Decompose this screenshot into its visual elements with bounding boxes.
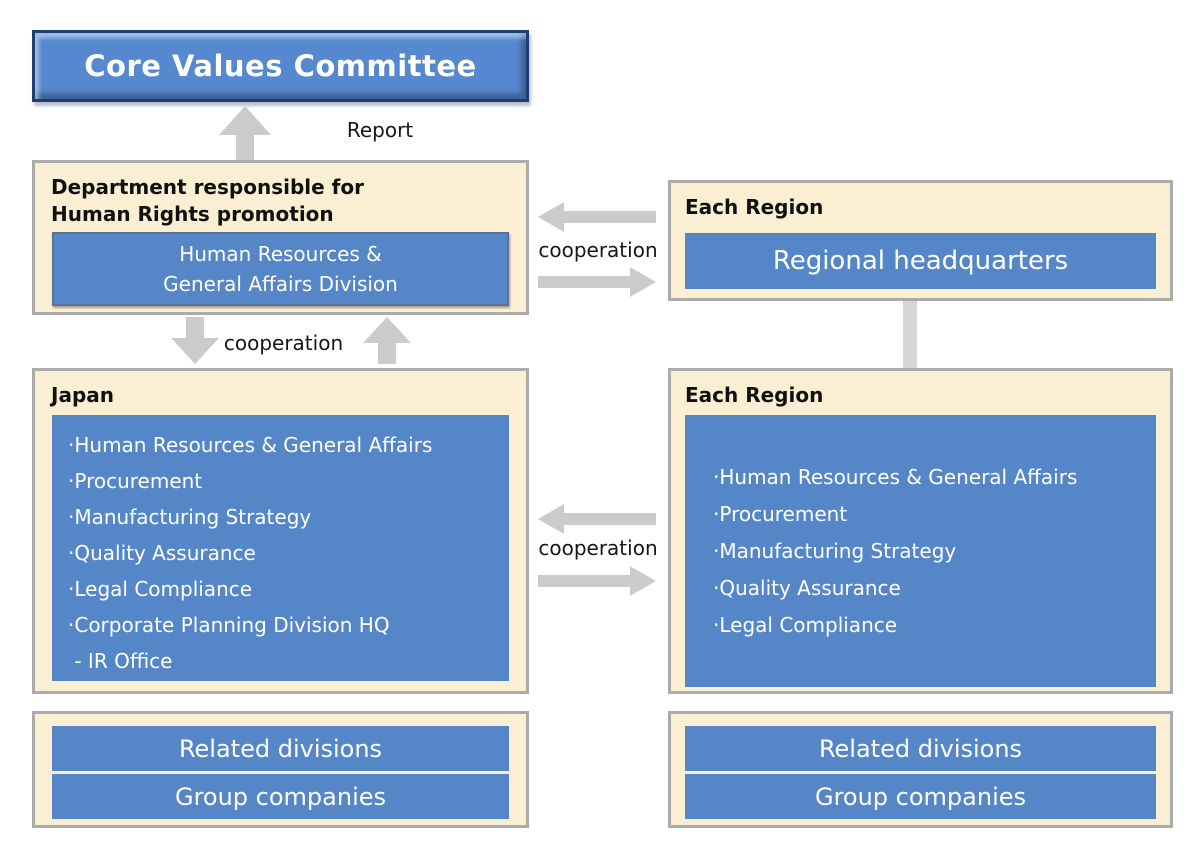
group-companies-box: Group companies xyxy=(52,774,509,819)
hr-general-affairs-division-box: Human Resources & General Affairs Divisi… xyxy=(52,232,509,306)
cooperation-left-column-label: cooperation xyxy=(223,331,344,355)
cooperation-right-arrow-icon xyxy=(538,566,656,596)
each-region-top-title: Each Region xyxy=(685,195,824,219)
region-divisions-box: ·Human Resources & General Affairs ·Proc… xyxy=(685,415,1156,687)
list-item: ·Corporate Planning Division HQ xyxy=(68,613,390,637)
report-up-arrow-icon xyxy=(219,106,271,161)
related-divisions-box: Related divisions xyxy=(685,726,1156,771)
regional-headquarters-box: Regional headquarters xyxy=(685,233,1156,289)
japan-divisions-box: ·Human Resources & General Affairs ·Proc… xyxy=(52,415,509,681)
cooperation-left-arrow-icon xyxy=(538,202,656,232)
list-item: ·Quality Assurance xyxy=(713,576,901,600)
cooperation-up-arrow-icon xyxy=(363,317,411,364)
list-item: ·Quality Assurance xyxy=(68,541,256,565)
report-label: Report xyxy=(346,118,414,142)
japan-panel: Japan ·Human Resources & General Affairs… xyxy=(32,368,529,694)
core-values-committee-label: Core Values Committee xyxy=(84,49,477,83)
vertical-connector xyxy=(903,301,917,368)
cooperation-down-arrow-icon xyxy=(171,317,219,364)
bottom-left-panel: Related divisions Group companies xyxy=(32,711,529,828)
related-divisions-box: Related divisions xyxy=(52,726,509,771)
list-item: ·Human Resources & General Affairs xyxy=(68,433,433,457)
list-item: ·Legal Compliance xyxy=(68,577,253,601)
cooperation-left-arrow-icon xyxy=(538,504,656,534)
list-item: - IR Office xyxy=(68,649,173,673)
japan-panel-title: Japan xyxy=(51,383,114,407)
list-item: ·Procurement xyxy=(713,502,848,526)
cooperation-right-arrow-icon xyxy=(538,267,656,297)
department-panel-title: Department responsible for Human Rights … xyxy=(51,175,364,226)
list-item: ·Manufacturing Strategy xyxy=(68,505,312,529)
core-values-committee-box: Core Values Committee xyxy=(32,30,529,102)
each-region-bottom-title: Each Region xyxy=(685,383,824,407)
list-item: ·Manufacturing Strategy xyxy=(713,539,957,563)
each-region-bottom-panel: Each Region ·Human Resources & General A… xyxy=(668,368,1173,694)
bottom-right-panel: Related divisions Group companies xyxy=(668,711,1173,828)
list-item: ·Procurement xyxy=(68,469,203,493)
list-item: ·Legal Compliance xyxy=(713,613,898,637)
group-companies-box: Group companies xyxy=(685,774,1156,819)
department-panel: Department responsible for Human Rights … xyxy=(32,160,529,315)
list-item: ·Human Resources & General Affairs xyxy=(713,465,1078,489)
each-region-top-panel: Each Region Regional headquarters xyxy=(668,180,1173,301)
cooperation-top-label: cooperation xyxy=(538,238,658,262)
cooperation-mid-label: cooperation xyxy=(538,536,658,560)
